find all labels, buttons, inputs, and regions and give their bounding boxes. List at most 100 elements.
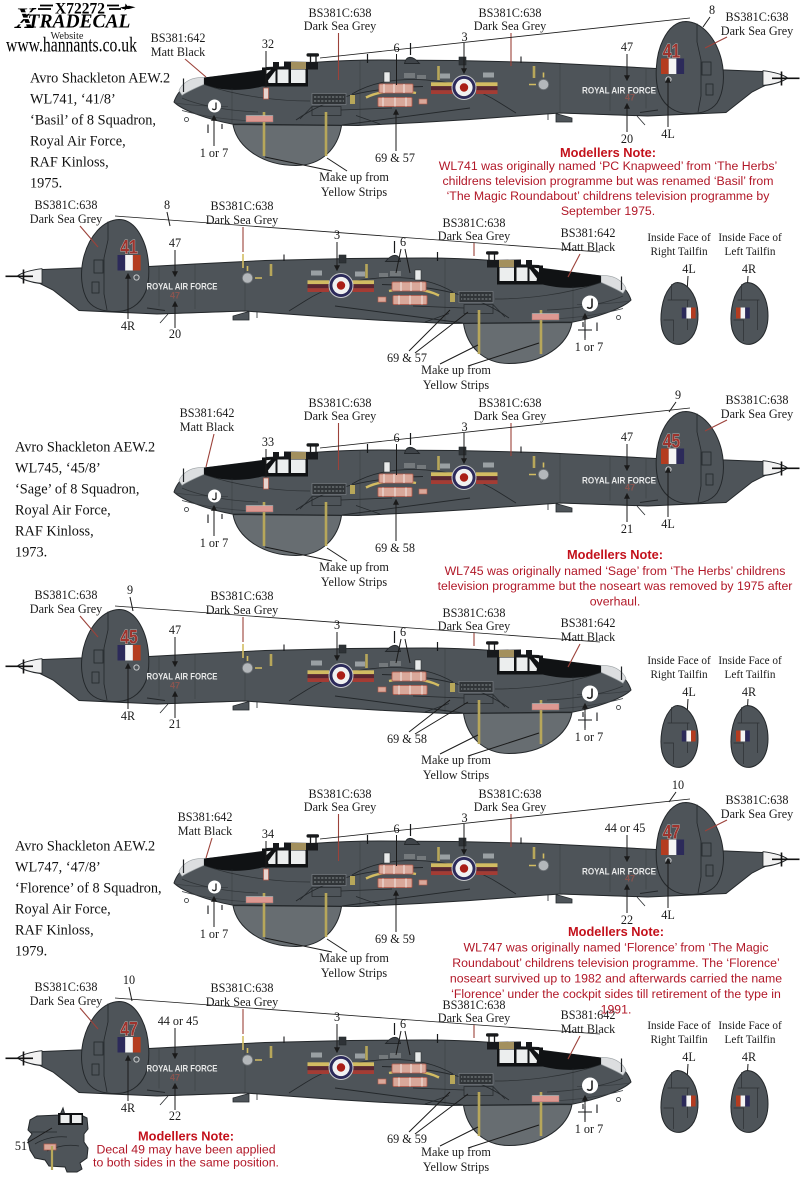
svg-text:BS381C:638: BS381C:638 — [35, 198, 98, 212]
svg-text:4R: 4R — [121, 1101, 136, 1115]
svg-text:6: 6 — [400, 625, 406, 639]
svg-text:Dark Sea Grey: Dark Sea Grey — [206, 603, 279, 617]
svg-text:69 & 57: 69 & 57 — [375, 151, 415, 165]
svg-text:Make up from: Make up from — [319, 951, 389, 965]
svg-text:9: 9 — [675, 388, 681, 402]
svg-text:21: 21 — [169, 717, 181, 731]
svg-text:47: 47 — [625, 874, 635, 884]
svg-text:Decal 49 may have been applied: Decal 49 may have been applied — [96, 1143, 275, 1157]
svg-text:3: 3 — [461, 811, 467, 825]
svg-text:Modellers Note:: Modellers Note: — [567, 547, 663, 562]
svg-text:4R: 4R — [121, 319, 136, 333]
svg-text:Dark Sea Grey: Dark Sea Grey — [30, 602, 103, 616]
svg-text:1 or 7: 1 or 7 — [200, 146, 228, 160]
svg-text:Dark Sea Grey: Dark Sea Grey — [30, 212, 103, 226]
svg-text:47: 47 — [120, 1020, 138, 1041]
svg-text:Dark Sea Grey: Dark Sea Grey — [206, 995, 279, 1009]
svg-text:ROYAL AIR FORCE: ROYAL AIR FORCE — [582, 476, 656, 487]
svg-text:RAF Kinloss,: RAF Kinloss, — [15, 524, 94, 540]
svg-text:Avro Shackleton AEW.2: Avro Shackleton AEW.2 — [30, 71, 170, 87]
svg-text:Website: Website — [51, 31, 84, 42]
svg-text:34: 34 — [262, 827, 274, 841]
svg-text:Royal Air Force,: Royal Air Force, — [15, 902, 111, 918]
svg-text:Modellers Note:: Modellers Note: — [138, 1129, 234, 1144]
svg-text:X: X — [14, 0, 37, 35]
svg-text:Avro Shackleton AEW.2: Avro Shackleton AEW.2 — [15, 839, 155, 855]
svg-text:1979.: 1979. — [15, 944, 47, 960]
svg-text:4R: 4R — [742, 685, 757, 699]
svg-text:RAF Kinloss,: RAF Kinloss, — [30, 155, 109, 171]
svg-text:44 or 45: 44 or 45 — [605, 821, 646, 835]
svg-text:Left Tailfin: Left Tailfin — [725, 1034, 776, 1046]
svg-text:television programme but the n: television programme but the noseart was… — [438, 579, 793, 593]
svg-text:1973.: 1973. — [15, 545, 47, 561]
svg-text:BS381C:638: BS381C:638 — [309, 787, 372, 801]
svg-text:3: 3 — [334, 228, 340, 242]
svg-text:4R: 4R — [742, 1050, 757, 1064]
svg-text:4L: 4L — [682, 262, 696, 276]
svg-text:47: 47 — [170, 291, 180, 301]
svg-text:Dark Sea Grey: Dark Sea Grey — [721, 807, 794, 821]
svg-text:4R: 4R — [742, 262, 757, 276]
svg-text:22: 22 — [621, 913, 633, 927]
svg-text:6: 6 — [393, 822, 399, 836]
svg-text:Make up from: Make up from — [319, 560, 389, 574]
svg-text:Inside Face of: Inside Face of — [718, 655, 782, 667]
svg-text:BS381C:638: BS381C:638 — [479, 396, 542, 410]
svg-text:45: 45 — [663, 432, 681, 453]
svg-text:noseart survived up to 1982 an: noseart survived up to 1982 and afterwar… — [450, 972, 782, 986]
svg-text:47: 47 — [170, 681, 180, 691]
svg-text:22: 22 — [169, 1109, 181, 1123]
svg-text:Dark Sea Grey: Dark Sea Grey — [474, 800, 547, 814]
svg-text:BS381C:638: BS381C:638 — [309, 6, 372, 20]
svg-text:BS381:642: BS381:642 — [178, 810, 233, 824]
svg-text:Yellow Strips: Yellow Strips — [321, 185, 387, 199]
svg-text:BS381C:638: BS381C:638 — [211, 981, 274, 995]
svg-text:Matt Black: Matt Black — [151, 45, 206, 59]
svg-text:Dark Sea Grey: Dark Sea Grey — [438, 619, 511, 633]
svg-text:Dark Sea Grey: Dark Sea Grey — [206, 213, 279, 227]
svg-text:Dark Sea Grey: Dark Sea Grey — [721, 407, 794, 421]
svg-text:BS381:642: BS381:642 — [561, 616, 616, 630]
svg-text:Make up from: Make up from — [421, 1145, 491, 1159]
svg-text:to both sides in the same posi: to both sides in the same position. — [93, 1156, 279, 1170]
svg-text:4L: 4L — [682, 685, 696, 699]
svg-text:ROYAL AIR FORCE: ROYAL AIR FORCE — [582, 86, 656, 97]
svg-text:Yellow Strips: Yellow Strips — [321, 575, 387, 589]
svg-text:BS381C:638: BS381C:638 — [479, 787, 542, 801]
svg-text:Matt Black: Matt Black — [178, 824, 233, 838]
svg-text:1 or 7: 1 or 7 — [575, 730, 603, 744]
svg-text:Right Tailfin: Right Tailfin — [650, 669, 708, 681]
svg-text:Matt Black: Matt Black — [561, 630, 616, 644]
svg-text:BS381C:638: BS381C:638 — [443, 606, 506, 620]
svg-text:47: 47 — [625, 93, 635, 103]
svg-text:1 or 7: 1 or 7 — [200, 536, 228, 550]
svg-text:3: 3 — [461, 30, 467, 44]
svg-text:childrens television programme: childrens television programme but was r… — [442, 174, 773, 188]
svg-text:Left Tailfin: Left Tailfin — [725, 246, 776, 258]
svg-text:69 & 58: 69 & 58 — [387, 732, 427, 746]
svg-text:BS381C:638: BS381C:638 — [211, 199, 274, 213]
svg-text:RAF Kinloss,: RAF Kinloss, — [15, 923, 94, 939]
svg-text:ROYAL AIR FORCE: ROYAL AIR FORCE — [147, 672, 218, 683]
svg-text:X72272: X72272 — [55, 0, 105, 17]
svg-text:32: 32 — [262, 37, 274, 51]
svg-text:ROYAL AIR FORCE: ROYAL AIR FORCE — [582, 867, 656, 878]
svg-text:BS381C:638: BS381C:638 — [726, 10, 789, 24]
svg-text:6: 6 — [393, 431, 399, 445]
svg-text:Dark Sea Grey: Dark Sea Grey — [438, 1011, 511, 1025]
svg-text:Dark Sea Grey: Dark Sea Grey — [30, 994, 103, 1008]
svg-text:Matt Black: Matt Black — [180, 420, 235, 434]
svg-text:‘The Magic Roundabout’ childre: ‘The Magic Roundabout’ childrens televis… — [447, 189, 771, 203]
svg-text:Modellers Note:: Modellers Note: — [560, 145, 656, 160]
svg-text:BS381:642: BS381:642 — [561, 226, 616, 240]
svg-text:ROYAL AIR FORCE: ROYAL AIR FORCE — [147, 282, 218, 293]
svg-text:Dark Sea Grey: Dark Sea Grey — [304, 409, 377, 423]
svg-text:Modellers Note:: Modellers Note: — [568, 924, 664, 939]
svg-text:Royal Air Force,: Royal Air Force, — [30, 134, 126, 150]
svg-text:WL745, ‘45/8’: WL745, ‘45/8’ — [15, 461, 101, 477]
svg-text:6: 6 — [400, 1017, 406, 1031]
svg-text:69 & 59: 69 & 59 — [387, 1132, 427, 1146]
svg-text:ROYAL AIR FORCE: ROYAL AIR FORCE — [147, 1064, 218, 1075]
svg-text:20: 20 — [169, 327, 181, 341]
